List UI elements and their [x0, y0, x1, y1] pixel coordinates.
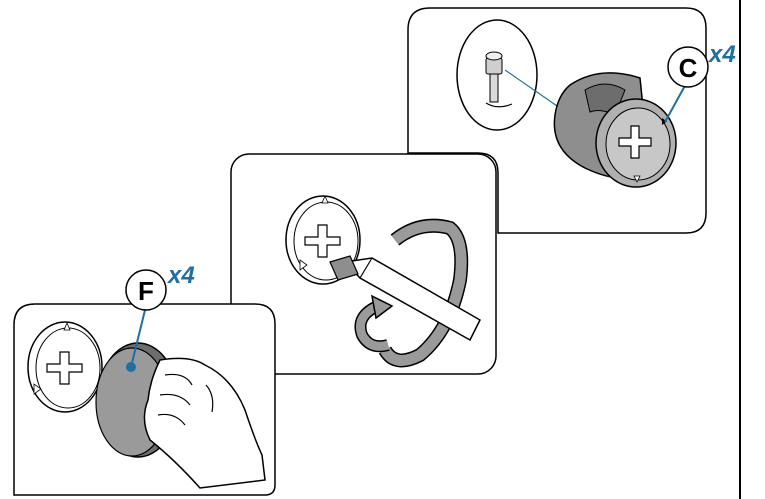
part-quantity: x4 [166, 262, 195, 289]
step-panel-cam-lock: C x4 [407, 7, 736, 234]
part-letter: F [138, 276, 154, 306]
screwdriver-icon [329, 255, 481, 342]
cam-lock-icon [553, 72, 677, 188]
cam-bolt-icon [456, 19, 538, 131]
step-panel-cover-cap: F x4 [13, 262, 276, 496]
step-panel-screwdriver [230, 153, 497, 375]
rotate-arrow-icon [354, 218, 469, 368]
part-letter: C [679, 53, 698, 83]
part-label-c: C x4 [667, 41, 736, 88]
hand-icon [143, 357, 266, 489]
part-label-f: F x4 [125, 262, 195, 311]
part-quantity: x4 [707, 41, 736, 68]
cam-face-icon-2 [27, 321, 103, 413]
